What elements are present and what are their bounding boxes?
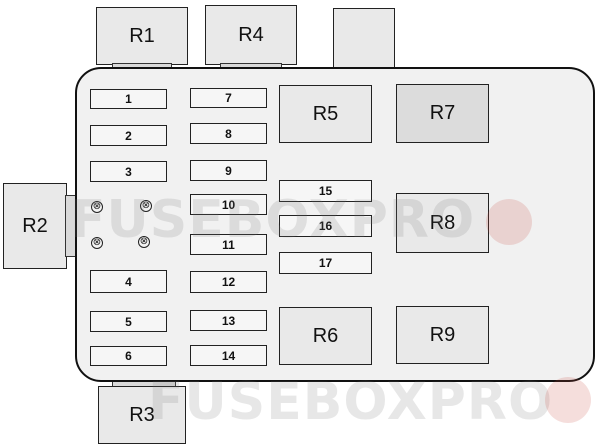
- fuse-9-label: 9: [225, 163, 232, 178]
- relay-r2-label: R2: [22, 214, 48, 237]
- fuse-7: 7: [190, 88, 267, 108]
- relay-r7-label: R7: [429, 102, 456, 124]
- fuse-14: 14: [190, 345, 267, 366]
- fuse-5-label: 5: [125, 314, 132, 329]
- terminal-symbol: ⊗: [141, 200, 151, 211]
- fuse-3: 3: [90, 161, 167, 182]
- relay-r6-label: R6: [312, 324, 339, 347]
- fuse-6-label: 6: [125, 349, 132, 363]
- relay-r6: R6: [279, 307, 372, 365]
- terminal-symbol: ⊗: [139, 236, 149, 247]
- watermark-logo-icon: [545, 377, 591, 423]
- terminal-icon: ⊗: [138, 236, 150, 248]
- fuse-14-label: 14: [221, 348, 236, 363]
- fuse-15: 15: [279, 180, 372, 202]
- fuse-2: 2: [90, 125, 167, 146]
- fuse-5: 5: [90, 311, 167, 332]
- terminal-symbol: ⊗: [92, 201, 102, 212]
- relay-r1-label: R1: [129, 24, 155, 47]
- relay-r8: R8: [396, 193, 489, 253]
- fuse-16: 16: [279, 215, 372, 237]
- fuse-12: 12: [190, 271, 267, 293]
- relay-r2: R2: [3, 183, 67, 269]
- fuse-15-label: 15: [318, 184, 333, 198]
- relay-r5: R5: [279, 85, 372, 143]
- fuse-12-label: 12: [221, 275, 236, 289]
- relay-r1: R1: [96, 7, 188, 65]
- fuse-13-label: 13: [221, 313, 236, 328]
- fuse-8: 8: [190, 123, 267, 144]
- terminal-icon: ⊗: [91, 201, 103, 213]
- fuse-11: 11: [190, 234, 267, 255]
- fuse-17: 17: [279, 252, 372, 274]
- fuse-1: 1: [90, 89, 167, 109]
- fuse-10-label: 10: [221, 197, 236, 212]
- fuse-13: 13: [190, 310, 267, 331]
- fuse-9: 9: [190, 160, 267, 181]
- unlabeled-connector: [333, 8, 395, 68]
- fuse-6: 6: [90, 346, 167, 366]
- relay-r8-label: R8: [429, 211, 456, 234]
- terminal-icon: ⊗: [91, 237, 103, 249]
- fuse-4-label: 4: [125, 274, 132, 289]
- relay-r4-label: R4: [238, 23, 264, 46]
- relay-r3: R3: [98, 386, 186, 444]
- relay-r4: R4: [205, 5, 297, 65]
- fuse-11-label: 11: [222, 237, 235, 252]
- relay-r9: R9: [396, 306, 489, 364]
- fuse-4: 4: [90, 270, 167, 293]
- fuse-7-label: 7: [225, 91, 232, 105]
- terminal-icon: ⊗: [140, 200, 152, 212]
- relay-r3-label: R3: [129, 403, 155, 426]
- relay-r7: R7: [396, 84, 489, 143]
- fuse-2-label: 2: [125, 128, 132, 143]
- relay-r5-label: R5: [312, 102, 339, 125]
- terminal-symbol: ⊗: [92, 237, 102, 248]
- relay-r9-label: R9: [429, 323, 456, 346]
- fuse-8-label: 8: [225, 126, 232, 141]
- fuse-17-label: 17: [318, 256, 333, 270]
- fuse-3-label: 3: [125, 164, 132, 179]
- fuse-1-label: 1: [125, 92, 132, 106]
- fuse-10: 10: [190, 194, 267, 215]
- fuse-16-label: 16: [318, 219, 333, 233]
